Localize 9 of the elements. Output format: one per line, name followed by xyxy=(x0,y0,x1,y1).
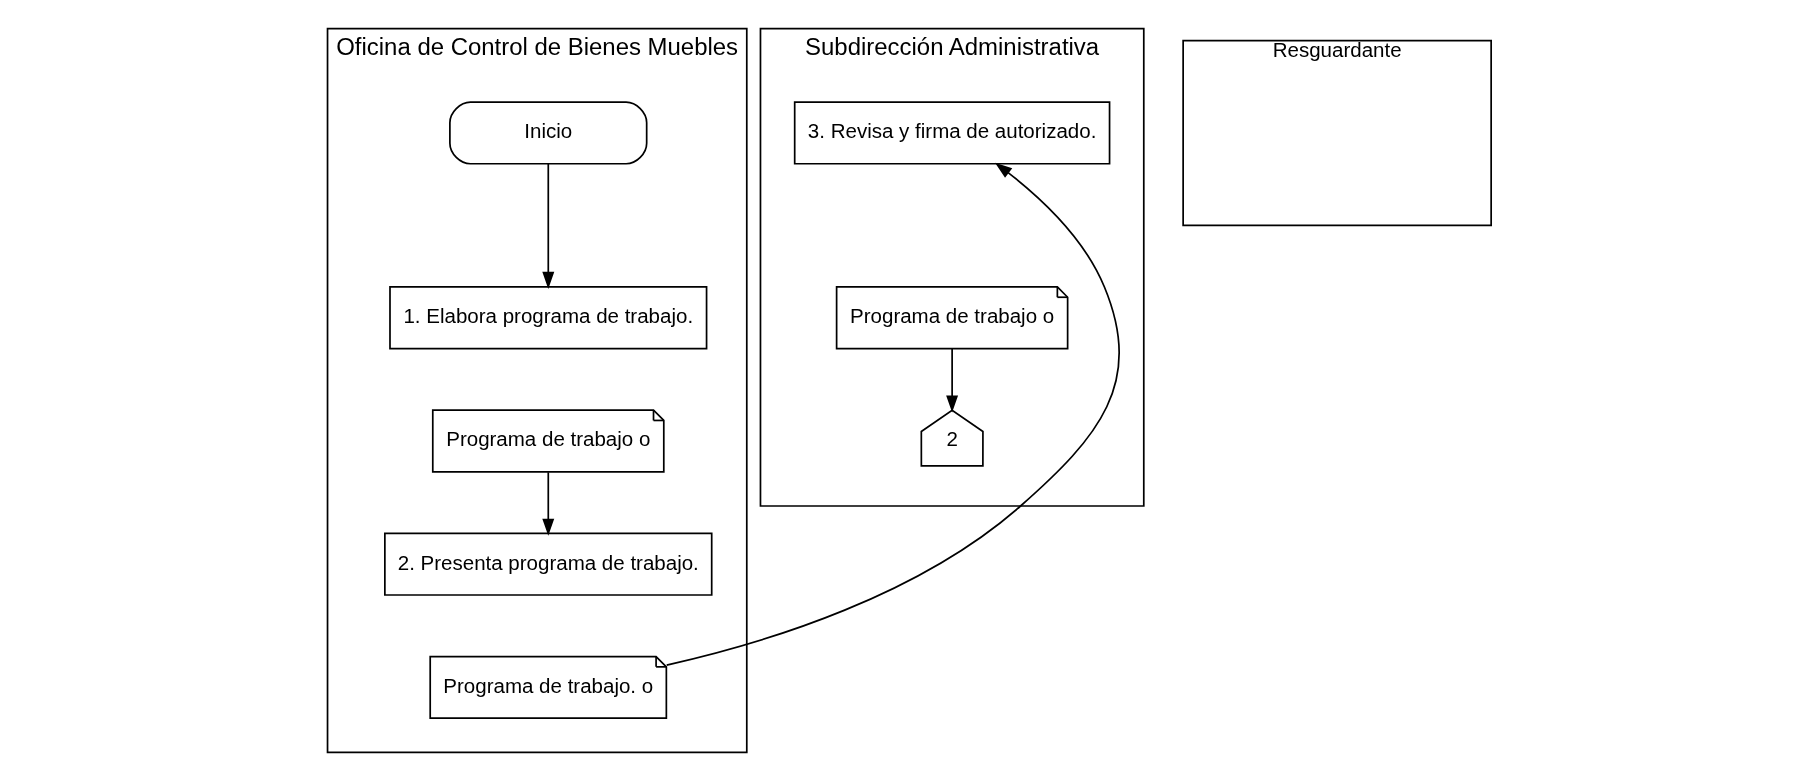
node-box: Resguardante xyxy=(1181,39,1492,227)
node-box: 3. Revisa y firma de autorizado. xyxy=(793,101,1110,165)
arrow xyxy=(665,162,1120,666)
node-box: Inicio xyxy=(448,101,648,165)
arrow xyxy=(541,471,554,536)
arrow xyxy=(541,162,554,289)
node-box: 2. Presenta programa de trabajo. xyxy=(383,532,713,596)
arrow xyxy=(945,348,958,413)
node-box: 1. Elabora programa de trabajo. xyxy=(388,286,707,350)
